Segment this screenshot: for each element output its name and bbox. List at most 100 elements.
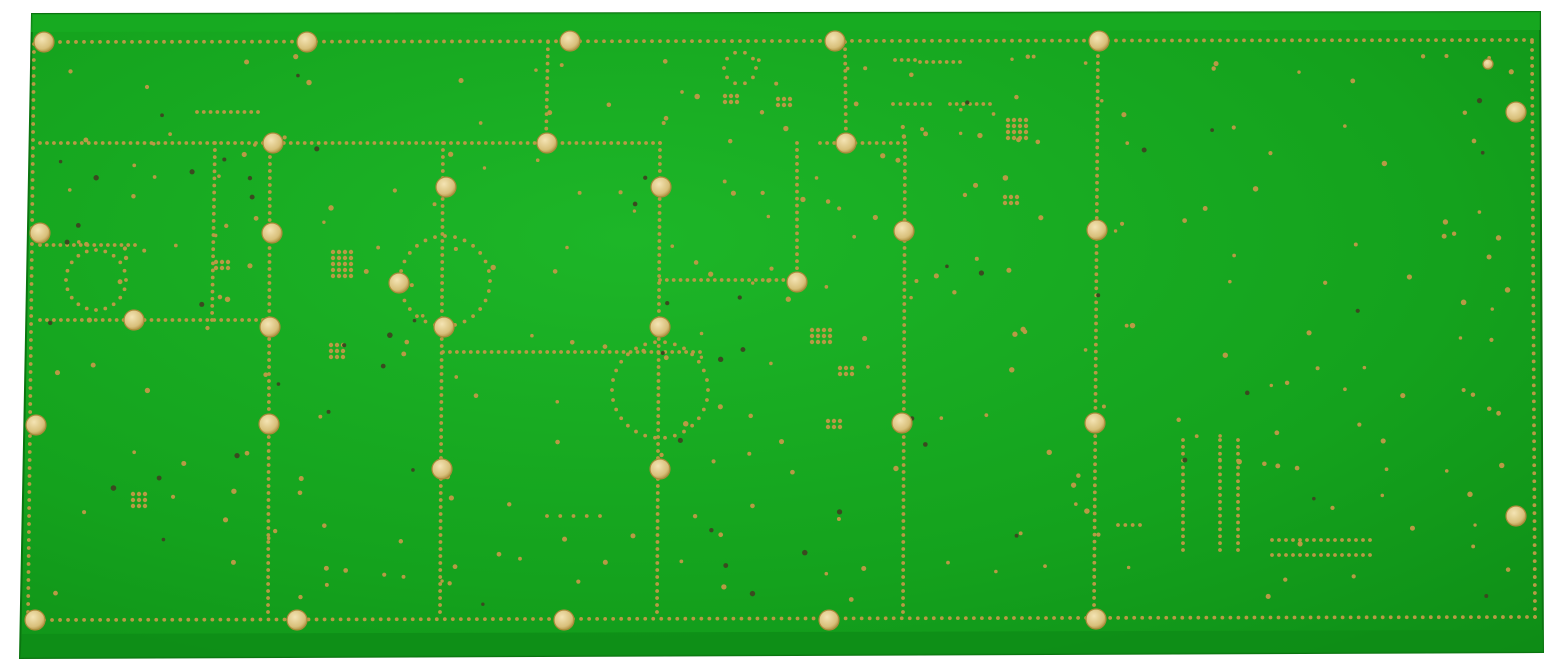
via <box>802 39 806 43</box>
via <box>891 616 896 621</box>
via <box>26 570 31 574</box>
via <box>1095 117 1100 122</box>
via <box>154 617 159 622</box>
via <box>1018 38 1022 43</box>
via <box>1532 471 1537 476</box>
via <box>1394 38 1398 43</box>
via <box>338 39 342 44</box>
via <box>573 350 577 354</box>
via <box>1181 451 1185 456</box>
via <box>902 281 907 285</box>
via <box>677 437 683 444</box>
via <box>931 616 936 621</box>
via <box>210 311 215 315</box>
via <box>685 278 690 282</box>
via <box>922 38 926 43</box>
via <box>656 386 661 390</box>
via <box>1291 553 1295 557</box>
via <box>1236 486 1240 491</box>
via <box>670 350 675 354</box>
via <box>93 141 98 145</box>
via <box>476 141 481 145</box>
via <box>991 112 996 116</box>
via <box>1348 615 1353 620</box>
via <box>602 344 608 349</box>
via <box>76 253 81 258</box>
via <box>28 410 33 414</box>
via <box>831 424 837 430</box>
via <box>226 39 230 44</box>
via <box>86 317 92 323</box>
via <box>267 260 272 264</box>
via <box>439 344 444 348</box>
via <box>29 298 34 302</box>
via <box>657 288 661 292</box>
via <box>170 141 175 145</box>
via <box>440 288 444 292</box>
via <box>1068 616 1072 620</box>
via <box>414 141 419 145</box>
via <box>1141 147 1147 153</box>
via <box>1532 455 1537 460</box>
via <box>1236 513 1240 518</box>
via <box>706 278 710 282</box>
via <box>1322 38 1326 43</box>
via <box>1094 314 1098 319</box>
mounting-pad <box>786 271 808 293</box>
via <box>1066 38 1070 43</box>
via <box>610 388 614 392</box>
via <box>655 547 660 551</box>
via <box>306 79 312 86</box>
via <box>837 365 843 371</box>
via <box>336 267 342 273</box>
via <box>1530 175 1535 180</box>
via <box>725 75 729 80</box>
via <box>1009 367 1015 373</box>
via <box>825 424 831 430</box>
via <box>212 148 217 152</box>
via <box>191 141 196 145</box>
via <box>866 365 870 369</box>
via <box>212 155 217 160</box>
via <box>795 217 799 222</box>
via <box>651 141 655 145</box>
via <box>93 175 99 181</box>
via <box>496 551 502 557</box>
via <box>106 40 110 44</box>
via <box>266 442 271 446</box>
via <box>376 245 381 250</box>
via <box>76 240 81 244</box>
via <box>672 342 677 347</box>
via <box>1050 38 1054 43</box>
via <box>440 204 445 208</box>
via <box>1533 607 1537 611</box>
via <box>958 131 963 136</box>
via <box>428 141 433 145</box>
via <box>1210 128 1214 133</box>
via <box>692 278 697 282</box>
via <box>267 176 272 180</box>
via <box>439 421 444 425</box>
via <box>111 253 116 258</box>
via <box>902 358 906 362</box>
via <box>1095 96 1100 101</box>
via <box>1532 535 1537 540</box>
via <box>837 418 843 424</box>
via <box>27 514 31 518</box>
via <box>913 102 918 106</box>
via <box>233 318 238 322</box>
via <box>657 211 662 215</box>
via <box>1218 548 1222 552</box>
via <box>330 141 335 145</box>
via <box>517 350 522 354</box>
via <box>781 96 787 102</box>
via <box>682 39 686 44</box>
via <box>795 238 799 243</box>
via <box>363 269 369 274</box>
via <box>770 39 774 43</box>
mounting-pad <box>1482 58 1494 70</box>
via <box>266 575 271 579</box>
via <box>1471 544 1476 549</box>
via <box>747 278 751 282</box>
via <box>1181 527 1185 532</box>
